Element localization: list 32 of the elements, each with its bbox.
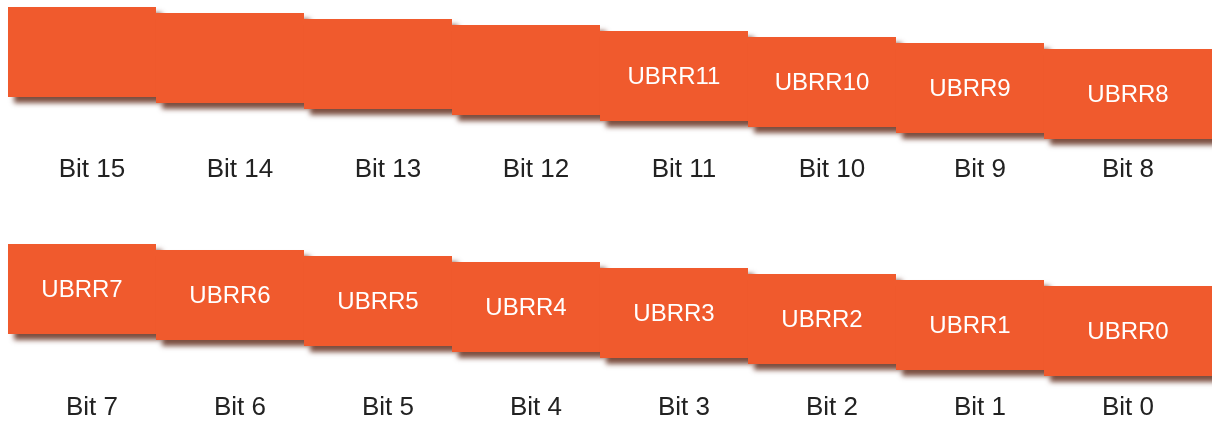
bit-number-label: Bit 7: [65, 391, 119, 422]
bit-number-label: Bit 1: [953, 391, 1007, 422]
bit-number-label: Bit 8: [1101, 153, 1155, 184]
bit-name: UBRR11: [627, 62, 721, 90]
bit-number-label: Bit 2: [805, 391, 859, 422]
bit-number-label: Bit 14: [205, 153, 275, 184]
bit-number-label: Bit 9: [953, 153, 1007, 184]
bit-number-label: Bit 12: [501, 153, 571, 184]
bit-number-label: Bit 4: [509, 391, 563, 422]
bit-number-label: Bit 3: [657, 391, 711, 422]
register-bit-box: [8, 7, 156, 97]
bit-name: UBRR6: [189, 281, 271, 309]
bit-name: UBRR0: [1087, 317, 1169, 345]
register-bit-box: [8, 244, 156, 334]
bit-name: UBRR4: [485, 293, 567, 321]
bit-number-label: Bit 11: [650, 153, 718, 184]
bit-name: UBRR10: [774, 68, 870, 96]
bit-number-label: Bit 13: [353, 153, 423, 184]
bit-number-label: Bit 6: [213, 391, 267, 422]
bit-number-label: Bit 0: [1101, 391, 1155, 422]
bit-number-label: Bit 10: [797, 153, 867, 184]
bit-name: UBRR8: [1087, 80, 1169, 108]
bit-name: UBRR2: [781, 305, 863, 333]
bit-name: UBRR7: [41, 275, 123, 303]
bit-name: UBRR5: [337, 287, 419, 315]
bit-name: UBRR3: [633, 299, 715, 327]
bit-name: UBRR9: [929, 74, 1011, 102]
register-bit-box: [1044, 49, 1212, 139]
bit-name: UBRR1: [929, 311, 1011, 339]
bit-number-label: Bit 15: [57, 153, 127, 184]
register-bit-box: [1044, 286, 1212, 376]
bit-number-label: Bit 5: [361, 391, 415, 422]
